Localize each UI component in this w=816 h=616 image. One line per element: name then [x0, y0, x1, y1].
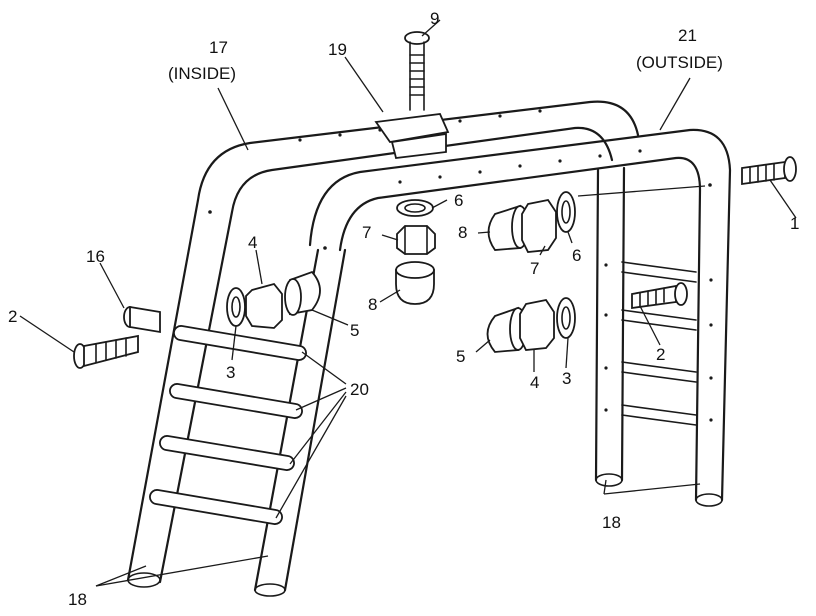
center-cap-nut-8	[395, 261, 435, 305]
callout-9: 9	[430, 9, 439, 28]
callout-20: 20	[350, 380, 369, 399]
callout-5-right: 5	[456, 347, 465, 366]
callout-8-center: 8	[368, 295, 377, 314]
lower-right-nut-4	[519, 298, 555, 351]
right-ladder-rungs	[604, 261, 713, 426]
callout-21: 21	[678, 26, 697, 45]
center-washer-6	[396, 199, 434, 217]
outside-frame-holes	[323, 149, 712, 250]
inside-frame-17	[126, 100, 640, 597]
callout-3-right: 3	[562, 369, 571, 388]
callout-7-center: 7	[362, 223, 371, 242]
leader-lines	[19, 19, 797, 587]
callout-4-left: 4	[248, 233, 257, 252]
callout-18-left: 18	[68, 590, 87, 609]
outside-frame-21	[308, 128, 732, 507]
upper-right-nut-7	[521, 198, 557, 253]
callout-1: 1	[790, 214, 799, 233]
bolt-2-left	[73, 334, 139, 369]
callout-17: 17	[209, 38, 228, 57]
left-nut-4	[245, 282, 283, 329]
left-ladder-rungs-20	[149, 325, 307, 525]
left-washer-3	[226, 287, 246, 327]
callout-7-upper-right: 7	[530, 259, 539, 278]
callout-6-upper-right: 6	[572, 246, 581, 265]
bolt-1	[741, 156, 797, 186]
bolt-2-right	[631, 282, 688, 310]
callout-8-upper-right: 8	[458, 223, 467, 242]
callout-19: 19	[328, 40, 347, 59]
lower-right-washer-3	[556, 297, 576, 339]
left-cap-nut-5	[284, 270, 321, 316]
callout-4-right: 4	[530, 373, 539, 392]
callout-2-right: 2	[656, 345, 665, 364]
callout-18-right: 18	[602, 513, 621, 532]
callout-5-left: 5	[350, 321, 359, 340]
callout-16: 16	[86, 247, 105, 266]
clamp-19	[374, 113, 450, 159]
callout-6-center: 6	[454, 191, 463, 210]
callout-2-left: 2	[8, 307, 17, 326]
callout-labels: 9 17 (INSIDE) 19 21 (OUTSIDE) 1 6 7 8 8 …	[8, 9, 799, 609]
bolt-9	[404, 31, 430, 111]
plug-16	[123, 305, 161, 334]
upper-right-washer-6	[556, 191, 576, 233]
callout-21-note: (OUTSIDE)	[636, 53, 723, 72]
callout-17-note: (INSIDE)	[168, 64, 236, 83]
callout-3-left: 3	[226, 363, 235, 382]
center-nut-7	[396, 225, 436, 255]
